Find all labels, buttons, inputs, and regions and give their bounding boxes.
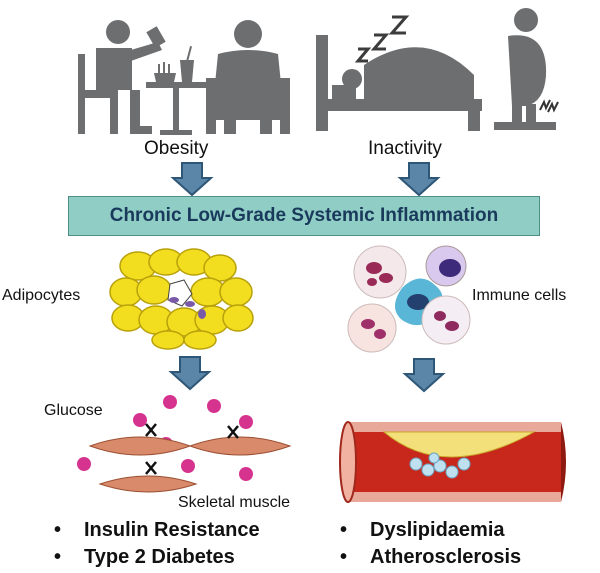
inactivity-label: Inactivity: [368, 138, 442, 159]
muscle-glucose-illustration: [77, 395, 292, 493]
list-item: Type 2 Diabetes: [52, 544, 260, 571]
immune-cells-label: Immune cells: [472, 287, 567, 304]
immune-cells-icon: [347, 245, 471, 353]
person-on-scale-icon: [494, 8, 559, 130]
down-arrow-icon: [170, 162, 214, 197]
down-arrow-icon: [402, 358, 446, 393]
adipocyte-cluster-icon: [109, 248, 254, 350]
skeletal-muscle-label: Skeletal muscle: [178, 494, 291, 511]
person-sitting-icon: [206, 20, 290, 134]
muscle-fiber-icon: [88, 436, 292, 493]
left-outcomes-list: Insulin Resistance Type 2 Diabetes: [52, 517, 260, 571]
person-eating-icon: [78, 20, 206, 135]
down-arrow-icon: [397, 162, 441, 197]
list-item: Atherosclerosis: [338, 544, 521, 571]
obesity-label: Obesity: [144, 138, 209, 159]
right-outcomes-list: Dyslipidaemia Atherosclerosis: [338, 517, 521, 571]
artery-plaque-icon: [339, 421, 566, 503]
inflammation-banner: Chronic Low-Grade Systemic Inflammation: [68, 196, 540, 236]
adipocytes-label: Adipocytes: [2, 287, 81, 304]
down-arrow-icon: [168, 356, 212, 391]
list-item: Insulin Resistance: [52, 517, 260, 544]
person-sleeping-icon: [316, 15, 482, 131]
glucose-label: Glucose: [44, 402, 103, 419]
list-item: Dyslipidaemia: [338, 517, 521, 544]
